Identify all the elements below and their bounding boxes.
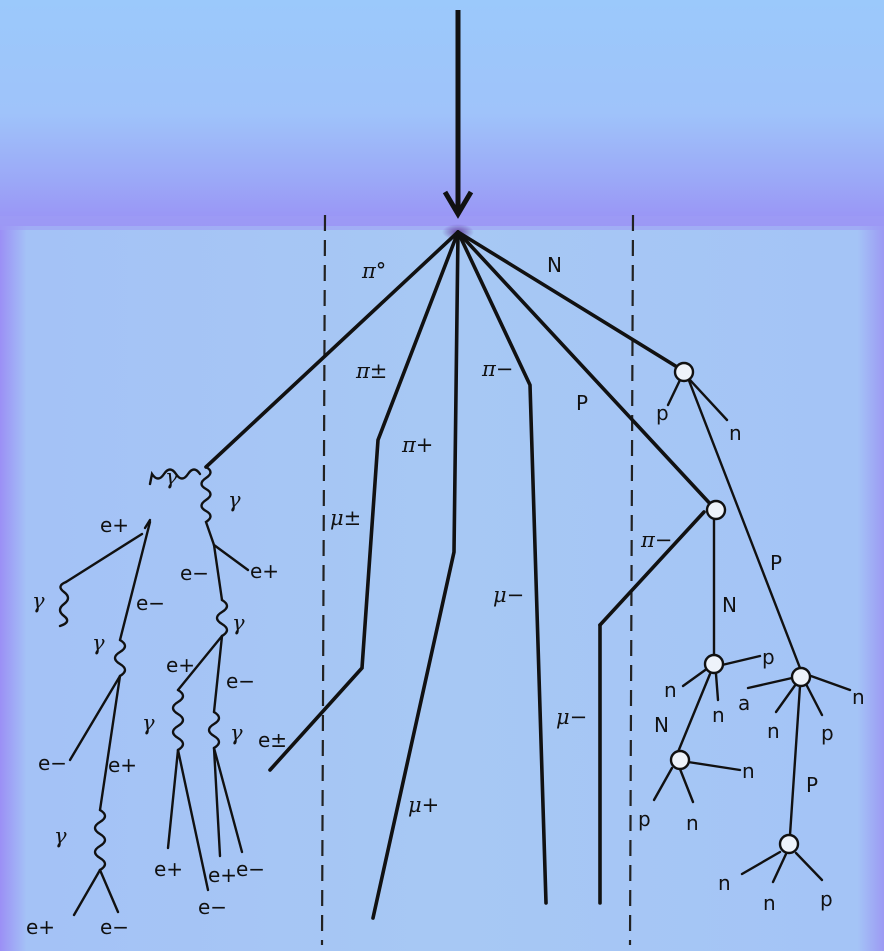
label-eminus2: e−: [180, 561, 209, 585]
label-n2: n: [664, 678, 677, 702]
label-gamma4: γ: [92, 631, 105, 655]
label-eplus4: e+: [108, 753, 137, 777]
label-eplus7: e+: [26, 915, 55, 939]
label-eplus6: e+: [208, 863, 237, 887]
label-n9: n: [763, 891, 776, 915]
label-pi0: π°: [361, 259, 386, 283]
label-eplus5: e+: [154, 857, 183, 881]
label-P-top: P: [576, 391, 588, 415]
label-P-right: P: [770, 551, 782, 575]
label-eminus1: e−: [136, 591, 165, 615]
label-mu-minus-1: μ−: [493, 583, 524, 607]
label-N-top: N: [547, 253, 562, 277]
label-p5: p: [820, 887, 833, 911]
label-eminus4: e−: [38, 751, 67, 775]
label-p3: p: [638, 807, 651, 831]
label-p1: p: [656, 401, 669, 425]
label-a1: a: [738, 691, 750, 715]
label-eplus3: e+: [166, 653, 195, 677]
label-pi-pm: π±: [355, 359, 387, 383]
label-n6: n: [767, 719, 780, 743]
label-n5: n: [686, 811, 699, 835]
label-eminus6: e−: [198, 895, 227, 919]
label-e-pm: e±: [258, 728, 287, 752]
label-n3: n: [712, 703, 725, 727]
interaction-vertex: [705, 655, 723, 673]
label-N-mid: N: [722, 593, 737, 617]
interaction-vertex: [671, 751, 689, 769]
interaction-vertex: [675, 363, 693, 381]
label-n4: n: [742, 759, 755, 783]
label-eminus7: e−: [100, 915, 129, 939]
label-gamma5: γ: [232, 611, 245, 635]
label-gamma8: γ: [54, 824, 67, 848]
label-N-low: N: [654, 713, 669, 737]
label-gamma3: γ: [32, 589, 45, 613]
label-n8: n: [718, 871, 731, 895]
label-eminus5: e−: [236, 857, 265, 881]
interaction-vertex: [707, 501, 725, 519]
label-pi-minus-right: π−: [640, 528, 672, 552]
label-eplus1: e+: [100, 513, 129, 537]
label-pi-plus: π+: [401, 433, 433, 457]
label-n1: n: [729, 421, 742, 445]
label-gamma7: γ: [230, 721, 243, 745]
sky-band: [0, 0, 884, 226]
interaction-vertex: [792, 668, 810, 686]
sky-ground-boundary: [0, 216, 884, 230]
label-pi-minus-top: π−: [481, 357, 513, 381]
interaction-vertex: [780, 835, 798, 853]
label-p2: p: [762, 645, 775, 669]
label-n7: n: [852, 685, 865, 709]
label-eplus2: e+: [250, 559, 279, 583]
label-gamma1: γ: [165, 465, 178, 489]
label-mu-minus-2: μ−: [556, 705, 587, 729]
label-gamma2: γ: [228, 488, 241, 512]
label-mu-pm: μ±: [330, 506, 361, 530]
label-mu-plus: μ+: [408, 793, 439, 817]
label-eminus3: e−: [226, 669, 255, 693]
label-gamma6: γ: [142, 711, 155, 735]
label-P-low: P: [806, 773, 818, 797]
label-p4: p: [821, 721, 834, 745]
